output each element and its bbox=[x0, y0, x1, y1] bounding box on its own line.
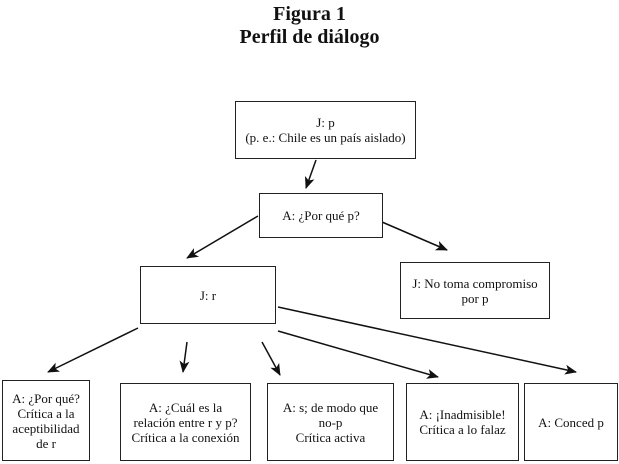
figure-title: Figura 1 bbox=[273, 3, 346, 25]
node-text-line: J: p bbox=[316, 115, 335, 130]
node-text-line: Crítica a la conexión bbox=[131, 429, 240, 445]
arrow-jr-to-b3 bbox=[261, 341, 281, 376]
node-text-line: de r bbox=[36, 435, 56, 451]
node-text-line: aceptibilidad bbox=[12, 420, 80, 436]
node-text-line: J: No toma compromiso bbox=[412, 275, 538, 291]
arrow-jr-to-b2 bbox=[179, 341, 190, 373]
node-text-line: A: ¡Inadmisible! bbox=[419, 407, 506, 422]
figure-subtitle: Perfil de diálogo bbox=[239, 26, 380, 48]
arrow-jp-to-aporque bbox=[304, 159, 317, 189]
node-concede-p: A: Conced p bbox=[524, 383, 618, 461]
node-text-line: A: ¿Por qué? bbox=[12, 390, 80, 406]
arrow-jr-to-b1 bbox=[47, 327, 139, 373]
node-text-line: por p bbox=[461, 290, 489, 306]
node-text-line: J: r bbox=[199, 287, 217, 303]
node-a-porque-p: A: ¿Por qué p? bbox=[259, 193, 383, 238]
node-text-line: Crítica a lo falaz bbox=[419, 422, 506, 437]
arrow-jr-to-b5 bbox=[277, 306, 577, 375]
node-text-line: relación entre r y p? bbox=[133, 414, 238, 430]
node-text-line: Crítica activa bbox=[295, 429, 366, 445]
arrow-aporque-to-jr bbox=[186, 215, 259, 259]
node-jr: J: r bbox=[140, 266, 276, 324]
node-jp: J: p(p. e.: Chile es un país aislado) bbox=[235, 101, 416, 159]
node-critica-falaz: A: ¡Inadmisible!Crítica a lo falaz bbox=[406, 383, 519, 461]
arrow-aporque-to-notoma bbox=[381, 221, 448, 251]
node-text-line: Crítica a la bbox=[17, 405, 75, 421]
node-text-line: A: ¿Por qué p? bbox=[282, 208, 360, 223]
node-text-line: no-p bbox=[318, 414, 343, 430]
node-text-line: (p. e.: Chile es un país aislado) bbox=[245, 130, 406, 145]
arrow-jr-to-b4 bbox=[277, 330, 439, 379]
node-text-line: A: s; de modo que bbox=[282, 399, 379, 415]
node-text-line: A: Conced p bbox=[538, 414, 604, 430]
node-text-line: A: ¿Cuál es la bbox=[148, 399, 223, 415]
